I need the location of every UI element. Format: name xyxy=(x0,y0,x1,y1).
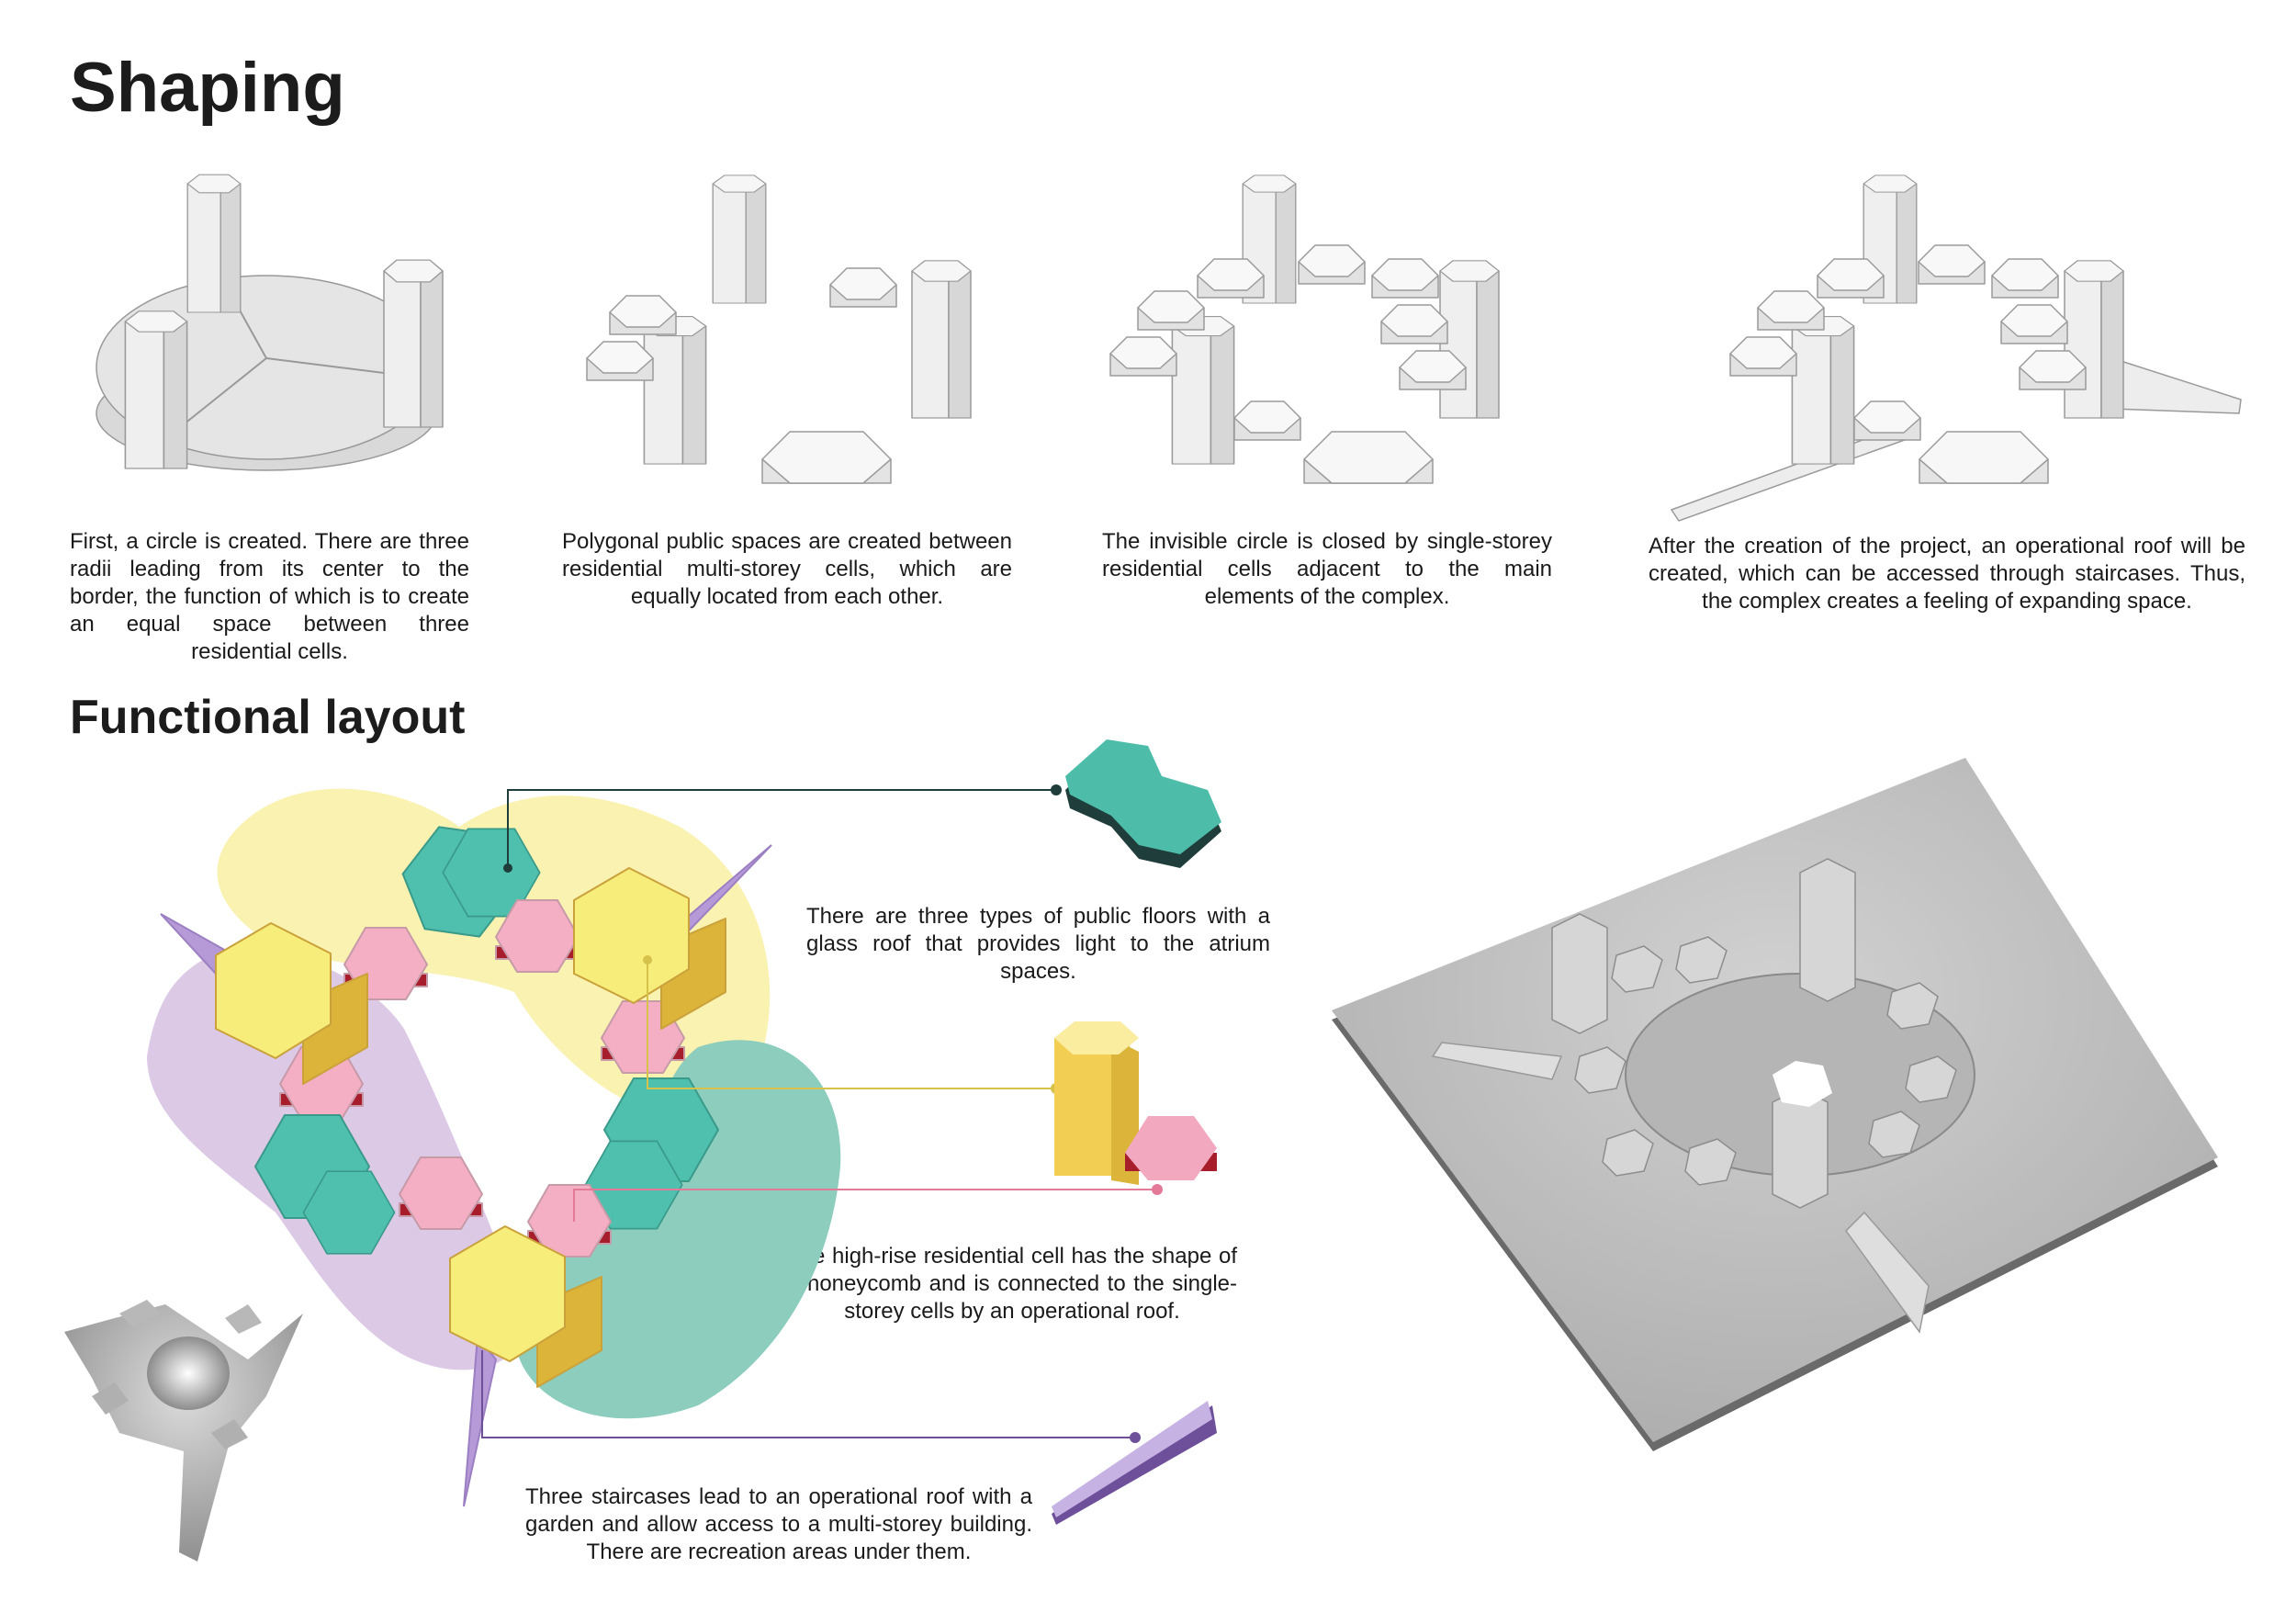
shaping-heading: Shaping xyxy=(70,49,345,127)
functional-layout-diagram xyxy=(64,739,1221,1562)
step-2-caption: Polygonal public spaces are created betw… xyxy=(562,529,1012,609)
physical-model-photo xyxy=(1332,758,2218,1451)
step-4-caption: After the creation of the project, an op… xyxy=(1649,534,2245,614)
step-1-caption: First, a circle is created. There are th… xyxy=(70,529,469,664)
step-3-illustration xyxy=(1109,175,1500,484)
step-2-illustration xyxy=(586,175,972,484)
step-3-caption: The invisible circle is closed by single… xyxy=(1102,529,1552,609)
public-floors-caption: There are three types of public floors w… xyxy=(806,904,1270,984)
step-1-illustration xyxy=(96,174,444,471)
public-floor-swatch-icon xyxy=(1065,739,1221,868)
leader-staircase xyxy=(481,1350,1135,1438)
residential-cell-caption: The high-rise residential cell has the s… xyxy=(787,1244,1237,1324)
high-rise-swatch-icon xyxy=(1054,1021,1217,1185)
leader-pink xyxy=(573,1189,1157,1222)
mini-model-image xyxy=(64,1300,303,1562)
step-4-illustration xyxy=(1671,175,2242,522)
staircase-swatch-icon xyxy=(1052,1401,1217,1525)
functional-layout-heading: Functional layout xyxy=(70,691,466,744)
leader-residential xyxy=(647,960,1056,1089)
leader-public xyxy=(507,789,1056,868)
staircases-caption: Three staircases lead to an operational … xyxy=(525,1484,1032,1564)
